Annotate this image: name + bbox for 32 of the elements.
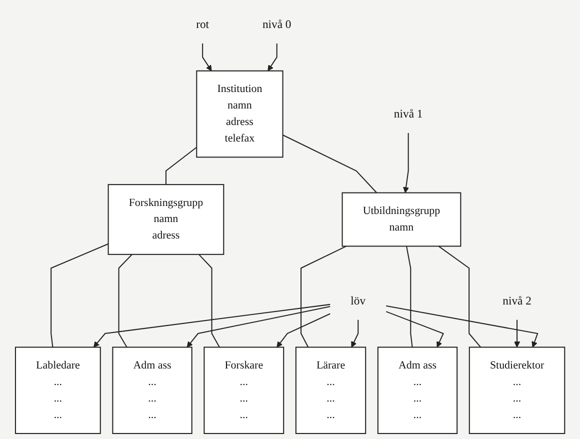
arrow xyxy=(93,304,330,348)
node-box: Institution namn adress telefax xyxy=(196,70,284,158)
arrow xyxy=(402,133,409,194)
node-text: löv xyxy=(350,294,366,308)
node-text: nivå 1 xyxy=(394,107,423,120)
arrow xyxy=(351,320,359,348)
node-text: rot xyxy=(196,18,209,31)
connector xyxy=(406,246,413,348)
node-box: Studierektor ... ... ... xyxy=(468,346,566,434)
node-text: nivå 2 xyxy=(502,294,532,308)
connector xyxy=(50,243,108,348)
connector xyxy=(165,146,197,185)
node-box: Lärare ... ... ... xyxy=(295,346,366,434)
node-text: nivå 0 xyxy=(262,18,292,31)
connector xyxy=(438,246,481,348)
node-box: Adm ass ... ... ... xyxy=(377,346,458,434)
arrow xyxy=(202,44,212,72)
arrow xyxy=(386,305,538,348)
node-box: Utbildningsgrupp namn xyxy=(342,192,462,247)
connector xyxy=(282,134,377,194)
node-box: Labledare ... ... ... xyxy=(14,346,101,434)
arrow xyxy=(268,44,278,72)
arrow xyxy=(514,320,520,348)
connector xyxy=(118,254,132,348)
arrow xyxy=(386,311,444,348)
connector xyxy=(300,246,346,348)
node-box: Forskningsgrupp namn adress xyxy=(108,184,224,255)
connector xyxy=(198,254,220,348)
node-box: Forskare ... ... ... xyxy=(204,346,284,434)
arrow xyxy=(276,313,330,348)
node-box: Adm ass ... ... ... xyxy=(112,346,192,434)
arrow xyxy=(186,306,330,348)
